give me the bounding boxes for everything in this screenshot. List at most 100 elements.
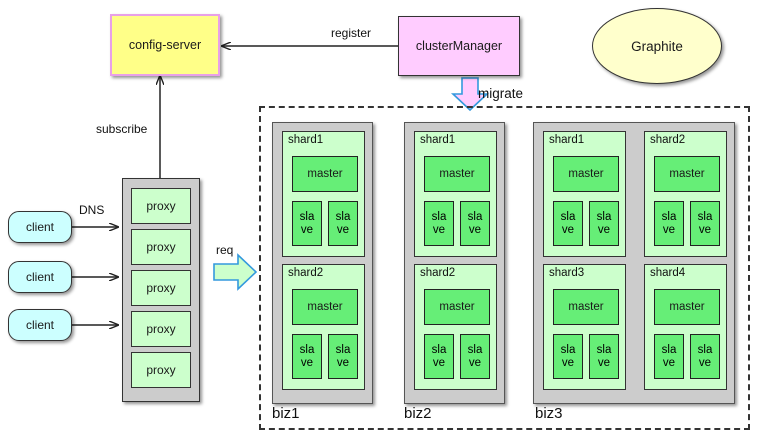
slave-label-line1: sla — [596, 344, 612, 357]
shard-label: shard1 — [549, 134, 585, 146]
shard-label: shard2 — [420, 267, 456, 279]
slave-label-line2: ve — [336, 223, 350, 236]
slave-label-line1: sla — [299, 211, 315, 224]
shard-label: shard3 — [549, 267, 585, 279]
slave-label-line2: ve — [597, 223, 611, 236]
edge-label-dns: DNS — [79, 203, 105, 217]
slave-label-line1: sla — [431, 211, 447, 224]
proxy-label: proxy — [146, 322, 176, 336]
edge-label-req: req — [216, 243, 234, 257]
shard-biz1-shard2[interactable]: shard2 master sla ve sla ve — [282, 264, 365, 390]
config-server-node[interactable]: config-server — [110, 14, 220, 76]
biz-group-biz2: shard1 master sla ve sla ve shard2 maste… — [404, 122, 505, 404]
proxy-node-5[interactable]: proxy — [131, 352, 191, 388]
biz-group-biz1: shard1 master sla ve sla ve shard2 maste… — [272, 122, 373, 404]
client-node-3[interactable]: client — [8, 309, 72, 341]
slave-node-1[interactable]: sla ve — [424, 201, 454, 246]
slave-node-2[interactable]: sla ve — [589, 201, 619, 246]
slave-node-1[interactable]: sla ve — [292, 334, 322, 379]
slave-node-2[interactable]: sla ve — [690, 201, 720, 246]
slave-label-line1: sla — [560, 344, 576, 357]
proxy-pool-container: proxy proxy proxy proxy proxy — [122, 178, 200, 402]
slave-label-line1: sla — [467, 211, 483, 224]
slave-label-line1: sla — [335, 344, 351, 357]
client-label: client — [25, 220, 54, 234]
master-node[interactable]: master — [424, 289, 490, 325]
slave-node-2[interactable]: sla ve — [328, 334, 358, 379]
slave-label-line1: sla — [560, 211, 576, 224]
shard-biz3-shard3[interactable]: shard3 master sla ve sla ve — [543, 264, 626, 390]
slave-node-1[interactable]: sla ve — [424, 334, 454, 379]
slave-node-2[interactable]: sla ve — [328, 201, 358, 246]
slave-node-1[interactable]: sla ve — [654, 334, 684, 379]
slave-node-2[interactable]: sla ve — [460, 201, 490, 246]
slave-label-line2: ve — [698, 223, 712, 236]
edge-label-migrate: migrate — [478, 86, 524, 101]
slave-label-line2: ve — [336, 356, 350, 369]
req-block-arrow — [213, 253, 258, 291]
slave-label-line2: ve — [468, 223, 482, 236]
slave-label-line2: ve — [432, 223, 446, 236]
master-node[interactable]: master — [292, 289, 358, 325]
biz-group-label-biz2: biz2 — [404, 405, 432, 422]
shard-label: shard1 — [288, 134, 324, 146]
shard-label: shard1 — [420, 134, 456, 146]
master-node[interactable]: master — [654, 156, 720, 192]
master-node[interactable]: master — [292, 156, 358, 192]
shard-biz2-shard2[interactable]: shard2 master sla ve sla ve — [414, 264, 497, 390]
slave-label-line2: ve — [300, 223, 314, 236]
slave-node-1[interactable]: sla ve — [292, 201, 322, 246]
shard-biz2-shard1[interactable]: shard1 master sla ve sla ve — [414, 131, 497, 257]
cluster-manager-node[interactable]: clusterManager — [398, 16, 520, 76]
client-node-1[interactable]: client — [8, 211, 72, 243]
slave-label-line1: sla — [697, 344, 713, 357]
proxy-label: proxy — [146, 199, 176, 213]
slave-label-line1: sla — [596, 211, 612, 224]
slave-label-line1: sla — [661, 344, 677, 357]
slave-node-1[interactable]: sla ve — [553, 201, 583, 246]
slave-node-2[interactable]: sla ve — [460, 334, 490, 379]
shard-label: shard2 — [288, 267, 324, 279]
proxy-label: proxy — [146, 281, 176, 295]
cluster-manager-label: clusterManager — [415, 39, 503, 53]
shard-biz1-shard1[interactable]: shard1 master sla ve sla ve — [282, 131, 365, 257]
master-node[interactable]: master — [553, 156, 619, 192]
shard-label: shard4 — [650, 267, 686, 279]
proxy-node-4[interactable]: proxy — [131, 311, 191, 347]
slave-label-line2: ve — [300, 356, 314, 369]
slave-label-line1: sla — [661, 211, 677, 224]
slave-node-1[interactable]: sla ve — [654, 201, 684, 246]
client-label: client — [25, 318, 54, 332]
slave-node-2[interactable]: sla ve — [690, 334, 720, 379]
config-server-label: config-server — [128, 38, 202, 52]
slave-label-line2: ve — [698, 356, 712, 369]
biz-group-label-biz3: biz3 — [535, 405, 563, 422]
master-node[interactable]: master — [424, 156, 490, 192]
slave-node-2[interactable]: sla ve — [589, 334, 619, 379]
edge-label-register: register — [331, 26, 372, 40]
shard-label: shard2 — [650, 134, 686, 146]
cluster-region-boundary — [259, 106, 750, 430]
slave-label-line2: ve — [432, 356, 446, 369]
slave-label-line2: ve — [561, 356, 575, 369]
slave-node-1[interactable]: sla ve — [553, 334, 583, 379]
master-node[interactable]: master — [654, 289, 720, 325]
slave-label-line2: ve — [662, 356, 676, 369]
master-node[interactable]: master — [553, 289, 619, 325]
shard-biz3-shard2[interactable]: shard2 master sla ve sla ve — [644, 131, 727, 257]
proxy-node-3[interactable]: proxy — [131, 270, 191, 306]
slave-label-line1: sla — [335, 211, 351, 224]
graphite-node[interactable]: Graphite — [592, 8, 722, 84]
proxy-node-1[interactable]: proxy — [131, 188, 191, 224]
shard-biz3-shard1[interactable]: shard1 master sla ve sla ve — [543, 131, 626, 257]
shard-biz3-shard4[interactable]: shard4 master sla ve sla ve — [644, 264, 727, 390]
proxy-node-2[interactable]: proxy — [131, 229, 191, 265]
graphite-label: Graphite — [631, 38, 683, 54]
biz-group-biz3: shard1 master sla ve sla ve shard2 maste… — [533, 122, 735, 404]
slave-label-line2: ve — [561, 223, 575, 236]
biz-group-label-biz1: biz1 — [272, 405, 300, 422]
client-node-2[interactable]: client — [8, 261, 72, 293]
client-label: client — [25, 270, 54, 284]
slave-label-line1: sla — [467, 344, 483, 357]
